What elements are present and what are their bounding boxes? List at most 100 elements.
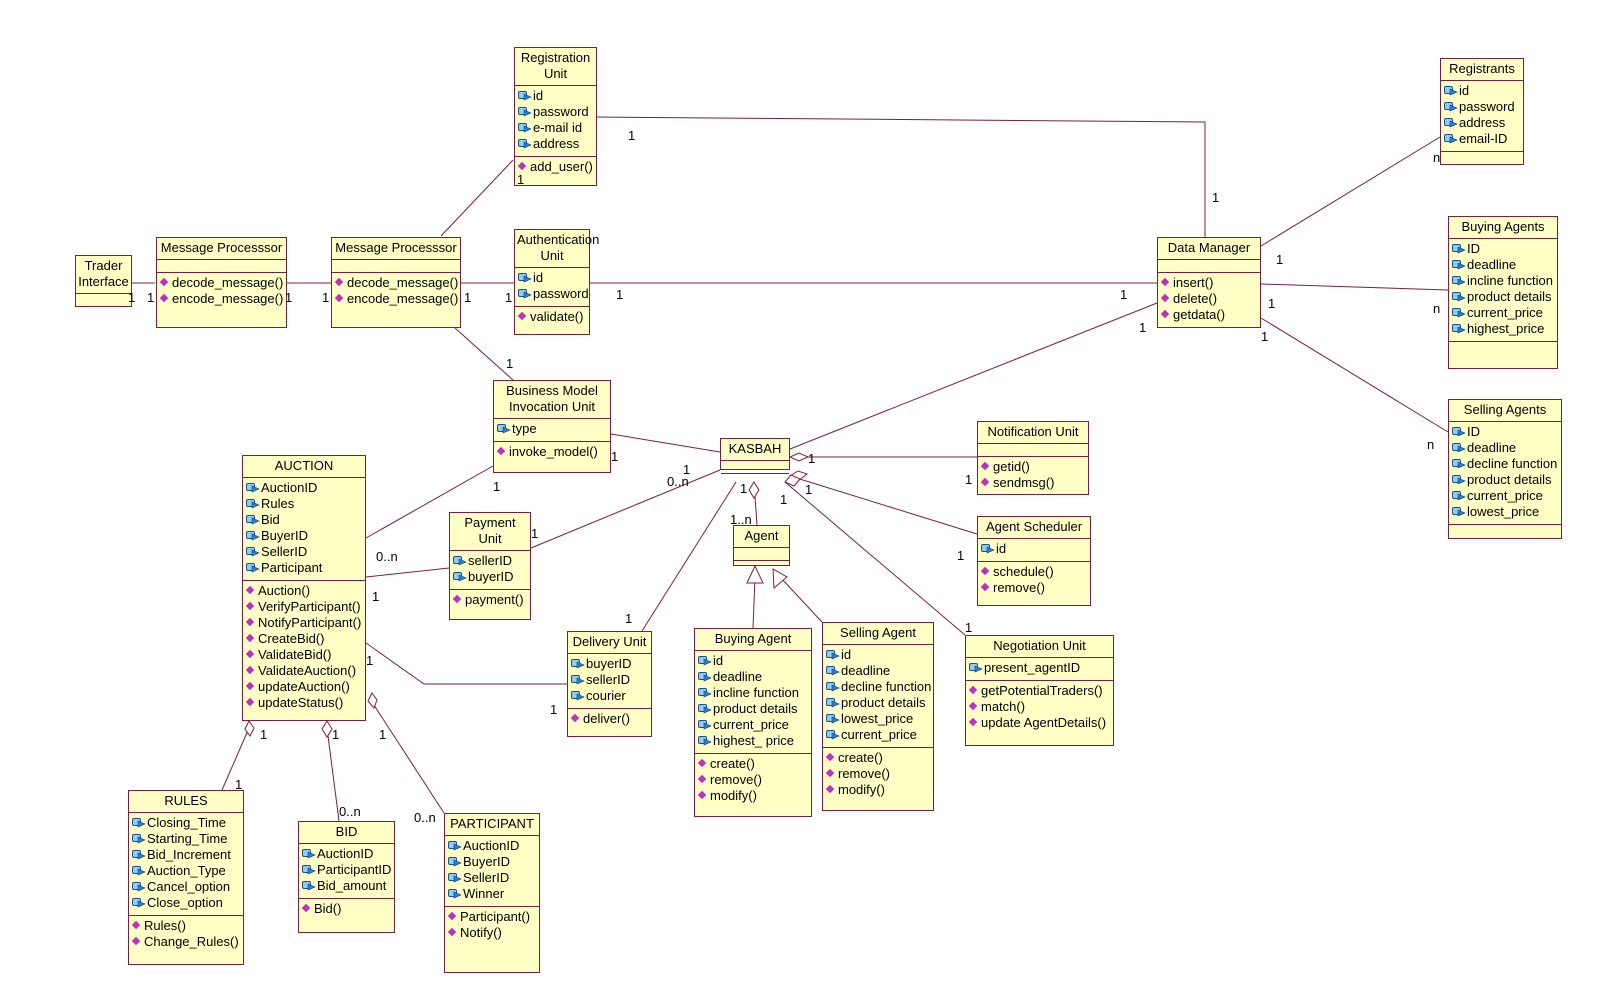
- class-name: Selling Agent: [823, 623, 933, 645]
- operation-name: getdata(): [1173, 307, 1226, 322]
- attribute-name: product details: [1467, 289, 1552, 304]
- attribute-icon: [1452, 324, 1466, 334]
- attribute-compartment: id: [978, 539, 1090, 562]
- class-name: Buying Agents: [1449, 217, 1557, 239]
- attribute-icon: [571, 659, 585, 669]
- agg-kasbah-nego: [784, 481, 966, 636]
- multiplicity-label: 1: [740, 481, 748, 496]
- operation-row: encode_message(): [159, 291, 284, 307]
- operation-row: Change_Rules(): [131, 934, 241, 950]
- attribute-row: current_price: [1452, 488, 1559, 504]
- operation-name: update AgentDetails(): [981, 715, 1107, 730]
- operation-row: create(): [697, 756, 809, 772]
- operation-row: getdata(): [1160, 307, 1258, 323]
- class-name: Registration Unit: [515, 48, 596, 86]
- agg-diamond-bid: [321, 720, 333, 738]
- class-trader[interactable]: Trader Interface: [75, 255, 132, 307]
- operation-name: ValidateBid(): [258, 647, 332, 662]
- class-kasbah[interactable]: KASBAH: [720, 438, 790, 474]
- attribute-name: password: [1459, 99, 1515, 114]
- attribute-name: Starting_Time: [147, 831, 228, 846]
- attribute-icon: [448, 841, 462, 851]
- attribute-icon: [132, 834, 146, 844]
- attribute-name: AuctionID: [463, 838, 520, 853]
- attribute-row: AuctionID: [246, 480, 363, 496]
- operation-name: invoke_model(): [509, 444, 598, 459]
- attribute-icon: [518, 123, 532, 133]
- operation-row: remove(): [825, 766, 931, 782]
- class-name: Buying Agent: [695, 629, 811, 651]
- operation-compartment: invoke_model(): [494, 442, 610, 464]
- attribute-row: Starting_Time: [132, 831, 241, 847]
- attribute-row: BuyerID: [448, 854, 537, 870]
- operation-icon: [301, 903, 311, 913]
- operation-name: NotifyParticipant(): [258, 615, 362, 630]
- attribute-name: decline function: [1467, 456, 1558, 471]
- attribute-icon: [1452, 427, 1466, 437]
- operation-compartment: getPotentialTraders()match()update Agent…: [966, 681, 1113, 735]
- operation-icon: [968, 701, 978, 711]
- operation-compartment: schedule()remove(): [978, 562, 1090, 600]
- attribute-name: Bid_amount: [317, 878, 387, 893]
- multiplicity-label: 1: [1276, 252, 1284, 267]
- attribute-icon: [246, 483, 260, 493]
- attribute-row: current_price: [1452, 305, 1555, 321]
- attribute-name: present_agentID: [984, 660, 1081, 675]
- operation-icon: [570, 713, 580, 723]
- attribute-icon: [1452, 260, 1466, 270]
- assoc-bmi-kasbah: [610, 433, 721, 453]
- attribute-icon: [1452, 292, 1466, 302]
- operation-name: Change_Rules(): [144, 934, 239, 949]
- attribute-name: Rules: [261, 496, 295, 511]
- attribute-row: Bid_Increment: [132, 847, 241, 863]
- attribute-row: deadline: [698, 669, 809, 685]
- attribute-row: id: [1444, 83, 1521, 99]
- operation-icon: [1160, 277, 1170, 287]
- operation-row: modify(): [825, 782, 931, 798]
- attribute-icon: [132, 866, 146, 876]
- attribute-icon: [981, 544, 995, 554]
- class-name: Trader Interface: [76, 256, 131, 294]
- operation-icon: [697, 790, 707, 800]
- class-name: Selling Agents: [1449, 400, 1561, 422]
- class-agent[interactable]: Agent: [733, 525, 790, 566]
- operation-icon: [697, 774, 707, 784]
- attribute-row: current_price: [826, 727, 931, 743]
- operation-icon: [447, 911, 457, 921]
- multiplicity-label: 1: [683, 462, 691, 477]
- operation-row: getid(): [980, 459, 1086, 475]
- attribute-name: Close_option: [147, 895, 223, 910]
- operation-compartment: [1449, 342, 1557, 354]
- multiplicity-label: 1: [808, 451, 816, 466]
- assoc-auction-payment: [365, 567, 450, 578]
- attribute-row: lowest_price: [1452, 504, 1559, 520]
- attribute-row: Auction_Type: [132, 863, 241, 879]
- attribute-row: password: [1444, 99, 1521, 115]
- attribute-name: current_price: [841, 727, 917, 742]
- operation-icon: [517, 161, 527, 171]
- operation-row: VerifyParticipant(): [245, 599, 363, 615]
